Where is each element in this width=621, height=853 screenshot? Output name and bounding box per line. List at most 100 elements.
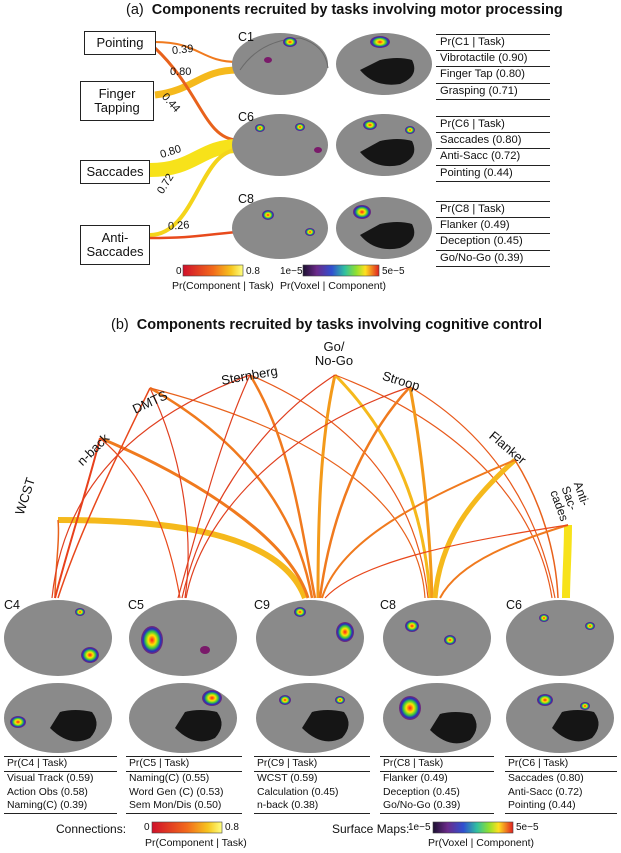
brain-c5-lateral: [129, 600, 237, 676]
edge-dmts-c8: [149, 387, 426, 599]
table-pr-c4: Pr(C4 | Task) Visual Track (0.59) Action…: [4, 756, 117, 814]
task-box-saccades: Saccades: [80, 160, 150, 184]
edge-dmts-c4: [57, 387, 151, 599]
legend-b-conn-label: Pr(Component | Task): [145, 837, 247, 849]
edge-sternberg-c9: [248, 374, 317, 599]
panel-a-surf-colorbar: [302, 264, 380, 277]
legend-b-surf-min: 1e−5: [408, 822, 431, 833]
brain-c4-medial: [4, 683, 112, 753]
table-row: Finger Tap (0.80): [436, 67, 550, 84]
brain-c9-lateral: [256, 600, 364, 676]
table-row: Flanker (0.49): [436, 218, 550, 235]
legend-b-conn-min: 0: [144, 822, 150, 833]
task-label-anti-saccades: Anti-Saccades: [86, 230, 144, 259]
component-label-c8: C8: [380, 598, 396, 612]
table-row: Visual Track (0.59): [7, 773, 94, 785]
panel-a-brains: [232, 33, 432, 259]
edge-sternberg-c5: [177, 374, 251, 599]
table-row: Grasping (0.71): [436, 84, 550, 100]
table-row: Pointing (0.44): [505, 799, 617, 814]
table-pr-c9: Pr(C9 | Task) WCST (0.59) Calculation (0…: [254, 756, 370, 814]
brain-c8b-lateral: [383, 600, 491, 676]
edge-sternberg-c4: [51, 374, 251, 599]
edge-fingertap-c1: [154, 66, 239, 99]
table-pr-c5: Pr(C5 | Task) Naming(C) (0.55) Word Gen …: [126, 756, 242, 814]
legend-conn-max: 0.8: [246, 266, 260, 277]
legend-surf-label: Pr(Voxel | Component): [280, 280, 387, 292]
table-header: Pr(C4 | Task): [4, 756, 117, 773]
table-row: Action Obs (0.58): [7, 786, 88, 798]
brain-c1-medial: [336, 33, 432, 95]
table-header: Pr(C8 | Task): [436, 201, 550, 219]
edge-stroop-c6: [409, 386, 556, 599]
brain-c1-lateral: [232, 33, 329, 95]
task-label-saccades: Saccades: [86, 164, 144, 180]
legend-b-conn-max: 0.8: [225, 822, 239, 833]
table-row: Naming(C) (0.55): [129, 773, 210, 785]
component-label-c6: C6: [238, 110, 254, 124]
panel-a-prefix: (a): [126, 2, 144, 18]
brain-c6-lateral: [232, 114, 328, 176]
legend-b-surf-max: 5e−5: [516, 822, 539, 833]
edge-nback-c4: [54, 437, 101, 599]
brain-c8-lateral: [232, 197, 328, 259]
table-pr-c8: Pr(C8 | Task) Flanker (0.49) Deception (…: [436, 201, 550, 267]
task-label-gonogo: Go/ No-Go: [314, 339, 354, 368]
table-pr-c8b: Pr(C8 | Task) Flanker (0.49) Deception (…: [380, 756, 494, 814]
edge-wcst-c9: [57, 517, 308, 600]
table-row: Anti-Sacc (0.72): [436, 149, 550, 166]
brain-c6b-medial: [506, 683, 614, 753]
edge-stroop-c5: [185, 386, 411, 599]
table-row: Sem Mon/Dis (0.50): [126, 799, 242, 814]
table-row: Deception (0.45): [436, 234, 550, 251]
task-box-finger-tapping: Finger Tapping: [80, 81, 154, 121]
component-label-c9: C9: [254, 598, 270, 612]
edge-gonogo-c9: [316, 374, 337, 599]
component-label-c8: C8: [238, 192, 254, 206]
table-row: Vibrotactile (0.90): [436, 51, 550, 68]
table-row: Saccades (0.80): [436, 133, 550, 150]
panel-b-surf-colorbar: [432, 821, 514, 834]
table-row: Deception (0.45): [383, 786, 460, 798]
edge-label-fingertap-c1: 0.80: [170, 66, 192, 78]
component-label-c1: C1: [238, 30, 254, 44]
panel-b-conn-colorbar: [151, 821, 223, 834]
edge-stroop-c9: [318, 386, 411, 599]
legend-b-conn-prefix: Connections:: [56, 822, 127, 836]
component-label-c6: C6: [506, 598, 522, 612]
table-row: Pointing (0.44): [436, 166, 550, 182]
task-label-finger-tapping: Finger Tapping: [94, 86, 140, 115]
edge-stroop-c8: [408, 386, 434, 599]
panel-b-connections: [51, 373, 572, 600]
task-box-pointing: Pointing: [84, 31, 156, 55]
panel-a-connections: [149, 41, 239, 240]
edge-antisacc-c8b: [439, 524, 569, 599]
table-row: Flanker (0.49): [383, 773, 448, 785]
component-label-c4: C4: [4, 598, 20, 612]
legend-conn-min: 0: [176, 266, 182, 277]
edge-pointing-c6: [153, 46, 239, 142]
edge-nback-c5: [99, 437, 181, 599]
edge-flanker-c6: [514, 459, 559, 599]
table-row: Go/No-Go (0.39): [380, 799, 494, 814]
table-row: Word Gen (C) (0.53): [129, 786, 224, 798]
legend-conn-label: Pr(Component | Task): [172, 280, 274, 292]
table-row: WCST (0.59): [257, 773, 318, 785]
edge-gonogo-c5: [181, 374, 336, 599]
table-row: Calculation (0.45): [257, 786, 339, 798]
edge-gonogo-c8: [333, 373, 432, 599]
table-row: n-back (0.38): [254, 799, 370, 814]
edge-wcst-c4: [54, 519, 60, 599]
panel-a-conn-colorbar: [182, 264, 244, 277]
table-pr-c6: Pr(C6 | Task) Saccades (0.80) Anti-Sacc …: [436, 116, 550, 182]
brain-c6b-lateral: [506, 600, 614, 676]
edge-pointing-c1: [154, 41, 239, 63]
panel-b-title-text: Components recruited by tasks involving …: [136, 317, 543, 333]
table-header: Pr(C9 | Task): [254, 756, 370, 773]
panel-b-brains: [4, 600, 614, 753]
task-box-anti-saccades: Anti-Saccades: [80, 225, 150, 265]
brain-c6-medial: [336, 114, 432, 176]
brain-c4-lateral: [4, 600, 112, 676]
edge-antisacc-c8: [149, 230, 239, 240]
edge-saccades-c6: [149, 139, 239, 177]
